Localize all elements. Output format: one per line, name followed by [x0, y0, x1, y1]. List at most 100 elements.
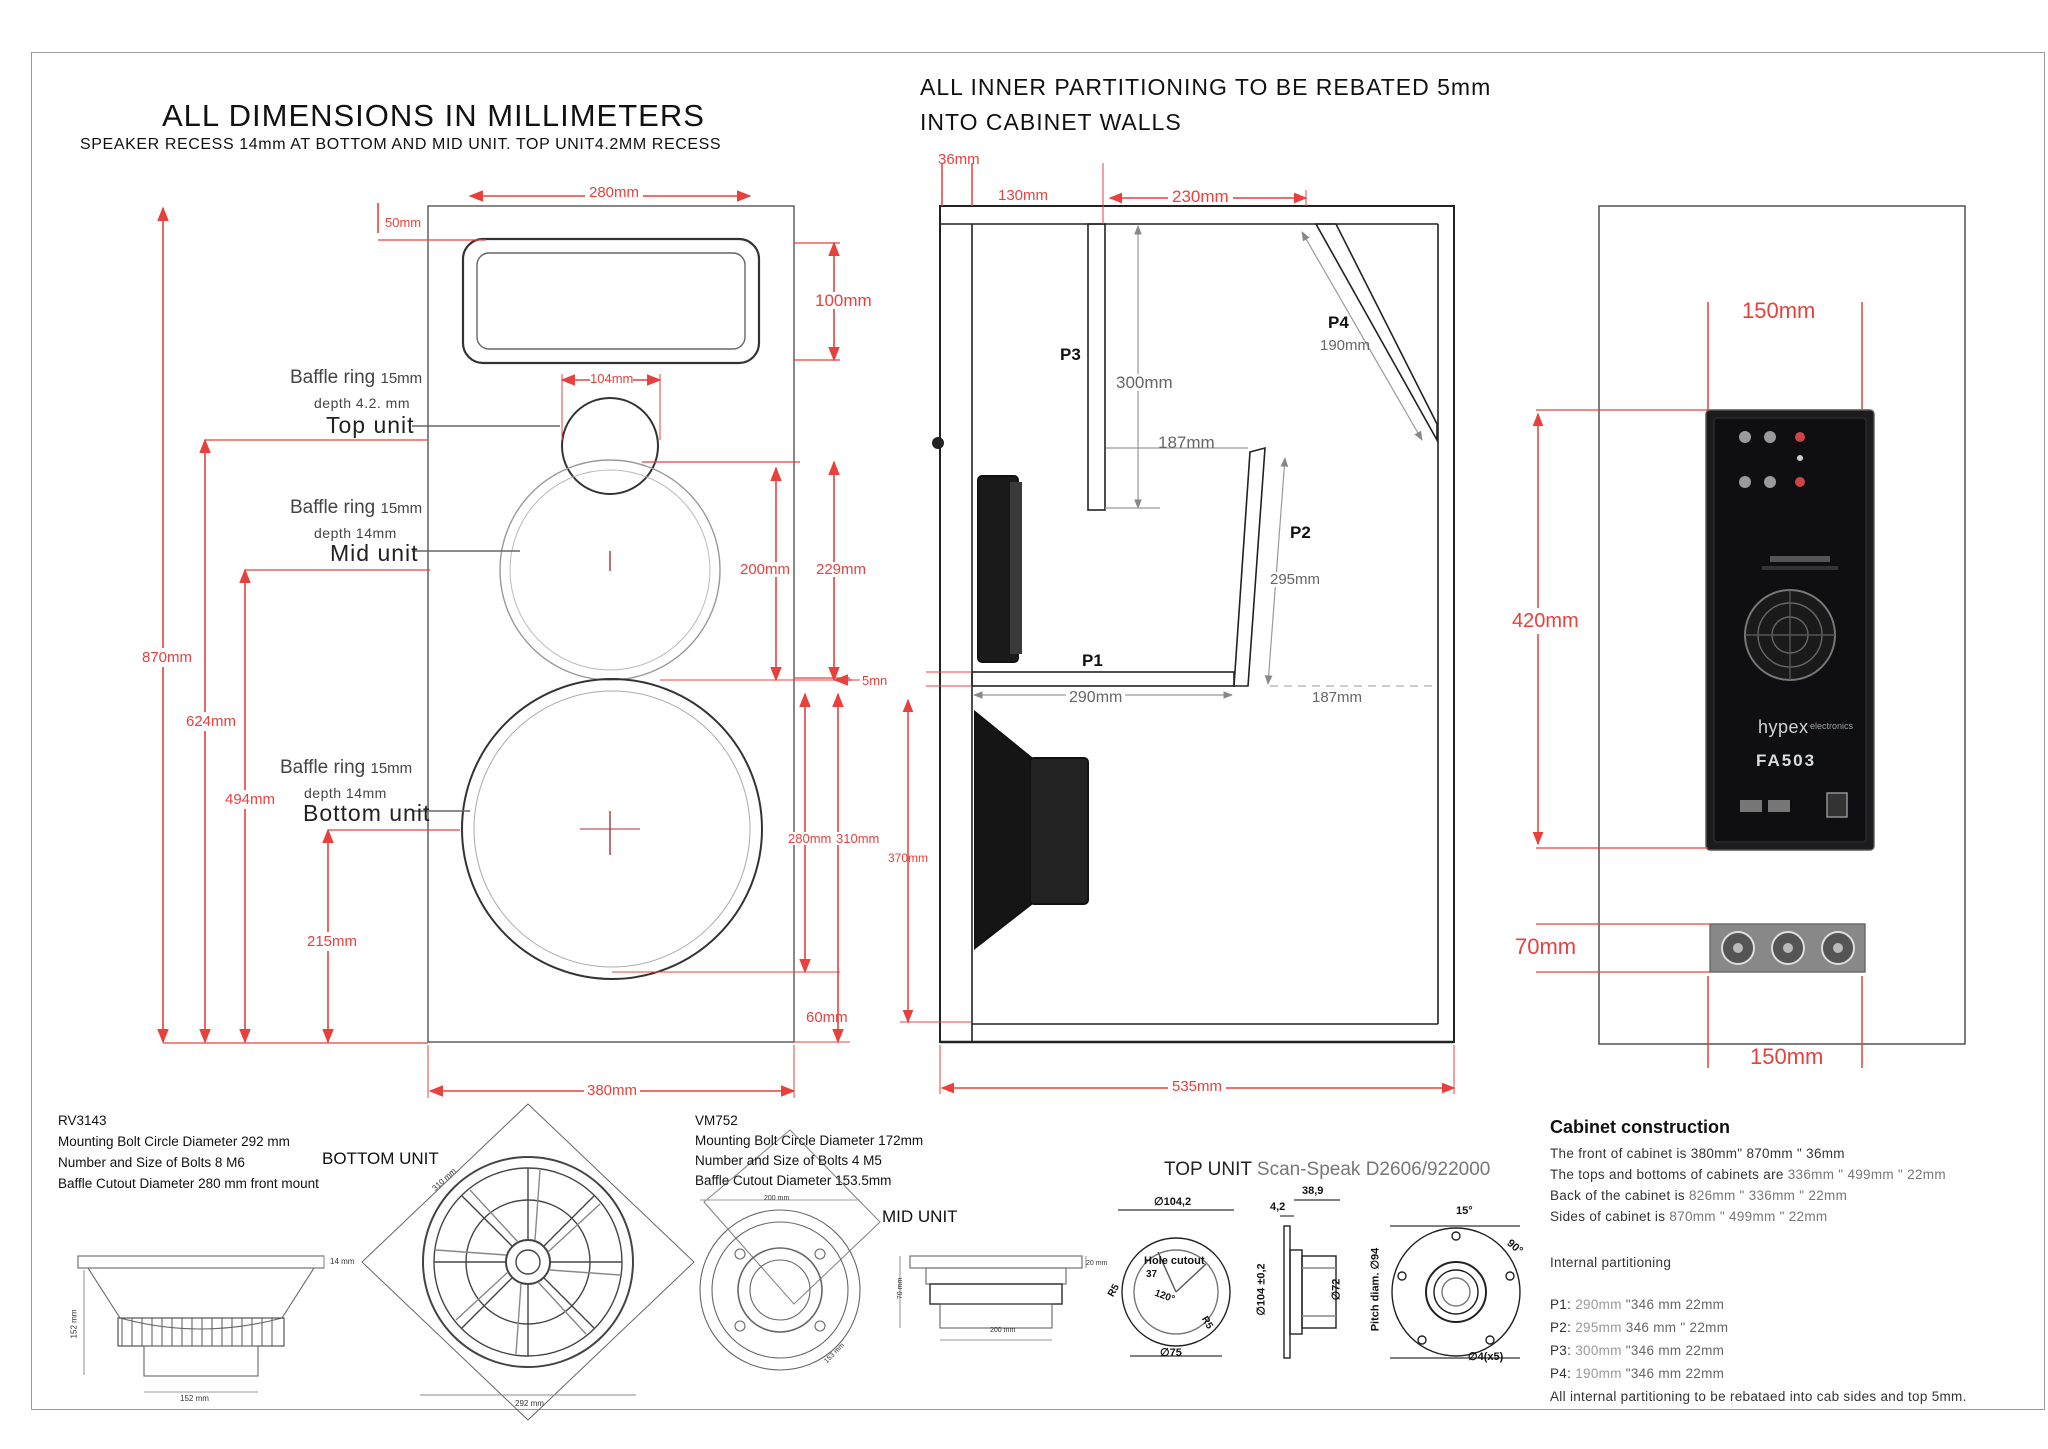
top-unit-cutout [1118, 1209, 1234, 1357]
mid-unit-title: MID UNIT [882, 1207, 958, 1226]
label-bottom-unit: Bottom unit [303, 800, 431, 826]
dim-870: 870mm [142, 648, 193, 667]
woofer-magnet-side [1029, 757, 1089, 905]
label-p1: P1 [1082, 651, 1103, 670]
dim-229: 229mm [816, 561, 867, 578]
dim-50: 50mm [385, 215, 422, 230]
top-unit-heading: TOP UNIT Scan-Speak D2606/922000 [1164, 1159, 1491, 1180]
dim-190: 190mm [1320, 337, 1371, 354]
woofer-cone-side [974, 709, 1035, 951]
label-depth-bottom: depth 14mm [304, 785, 387, 801]
label-mid-unit: Mid unit [330, 540, 419, 566]
front-baffle [427, 205, 795, 1043]
dim-187-upper: 187mm [1158, 433, 1215, 452]
bottom-unit-front [361, 1103, 695, 1421]
dim-494: 494mm [225, 790, 276, 809]
partition-p4 [1314, 223, 1438, 444]
partition-note-2: INTO CABINET WALLS [920, 109, 1182, 135]
rv3143-line2: Number and Size of Bolts 8 M6 [58, 1155, 245, 1170]
label-baffle-ring-mid: Baffle ring 15mm [290, 497, 423, 518]
partition-note: All internal partitioning to be rebataed… [1550, 1389, 1967, 1404]
dim-150-bottom: 150mm [1750, 1044, 1824, 1069]
dim-535: 535mm [1168, 1079, 1227, 1094]
dim-300: 300mm [1116, 373, 1173, 392]
drawing-frame [31, 52, 2045, 1410]
back-view [1598, 205, 1966, 1045]
partition-p4-spec: P4: 190mm "346 mm 22mm [1550, 1366, 1725, 1381]
dim-36: 36mm [938, 151, 980, 168]
dim-70: 70mm [1515, 934, 1577, 959]
dim-20-small: 20 mm [1086, 1260, 1108, 1267]
dim-104-tol: ∅104 ±0,2 [1255, 1263, 1268, 1316]
dim-72: ∅72 [1330, 1278, 1343, 1301]
main-subtitle: SPEAKER RECESS 14mm AT BOTTOM AND MID UN… [80, 136, 722, 153]
front-view [412, 205, 795, 1043]
hole-cutout: Hole cutout [1144, 1255, 1205, 1267]
dim-70-small: 70 mm [897, 1277, 905, 1300]
side-view [932, 205, 1455, 1044]
dim-5mn: 5mn [862, 673, 888, 688]
dim-290: 290mm [1066, 690, 1126, 706]
rv3143-line1: Mounting Bolt Circle Diameter 292 mm [58, 1134, 290, 1149]
side-gray-dimensions [973, 225, 1423, 699]
vm752-model: VM752 [695, 1113, 738, 1128]
cabinet-construction-title: Cabinet construction [1550, 1117, 1731, 1137]
bottom-unit-profile [77, 1255, 325, 1393]
top-unit-profile [1280, 1199, 1340, 1359]
dim-292-small: 292 mm [515, 1399, 544, 1408]
woofer-ring [473, 690, 751, 968]
dim-200-a: 200 mm [764, 1195, 790, 1202]
label-p3: P3 [1060, 345, 1081, 364]
partition-p1-spec: P1: 290mm "346 mm 22mm [1550, 1297, 1725, 1312]
internal-partitioning: Internal partitioning [1550, 1255, 1672, 1270]
dim-37: 37 [1146, 1269, 1158, 1280]
mid-unit-profile [899, 1255, 1087, 1341]
dim-624: 624mm [186, 712, 237, 731]
amp-model: FA503 [1756, 751, 1817, 770]
dim-60: 60mm [806, 1009, 848, 1026]
top-unit-front [1390, 1225, 1521, 1359]
port-inner [476, 252, 746, 350]
dim-200: 200mm [740, 561, 791, 578]
dim-370: 370mm [888, 851, 929, 865]
bottom-unit-title: BOTTOM UNIT [322, 1149, 439, 1168]
dim-200-b: 200 mm [990, 1327, 1016, 1334]
dim-152-horizontal: 152 mm [180, 1394, 209, 1403]
label-baffle-ring-top: Baffle ring 15mm [290, 367, 423, 388]
pitch-diameter: Pitch diam. ∅94 [1369, 1247, 1382, 1332]
dim-4-2: 4,2 [1270, 1201, 1286, 1213]
vm752-line1: Mounting Bolt Circle Diameter 172mm [695, 1133, 924, 1148]
dim-38-9: 38,9 [1302, 1185, 1324, 1197]
dim-152-vertical: 152 mm [69, 1309, 79, 1339]
partition-p2-spec: P2: 295mm 346 mm " 22mm [1550, 1320, 1729, 1335]
dim-75: ∅75 [1160, 1347, 1182, 1359]
label-p4: P4 [1328, 313, 1349, 332]
rv3143-line3: Baffle Cutout Diameter 280 mm front moun… [58, 1176, 319, 1191]
label-p2: P2 [1290, 523, 1311, 542]
dim-100: 100mm [815, 291, 872, 310]
cabinet-sides: Sides of cabinet is 870mm " 499mm " 22mm [1550, 1209, 1828, 1224]
woofer-cutout [461, 678, 763, 980]
amp-brand-sub: electronics [1810, 721, 1854, 731]
dim-150-top: 150mm [1742, 298, 1816, 323]
partition-p3-spec: P3: 300mm "346 mm 22mm [1550, 1343, 1725, 1358]
cabinet-front: The front of cabinet is 380mm" 870mm " 3… [1550, 1146, 1845, 1161]
label-baffle-ring-bottom: Baffle ring 15mm [280, 757, 413, 778]
mid-unit-front [699, 1129, 881, 1371]
partition-p2 [1233, 446, 1266, 687]
back-panel [1598, 205, 1966, 1045]
port-outer [461, 237, 761, 365]
cabinet-tops: The tops and bottoms of cabinets are 336… [1550, 1167, 1946, 1182]
dim-420: 420mm [1512, 608, 1579, 634]
dim-14-small: 14 mm [330, 1257, 355, 1266]
dim-230: 230mm [1168, 188, 1233, 205]
dim-187-lower: 187mm [1312, 689, 1363, 706]
dim-380: 380mm [584, 1083, 641, 1098]
main-title: ALL DIMENSIONS IN MILLIMETERS [162, 98, 705, 133]
rv3143-model: RV3143 [58, 1113, 107, 1128]
partition-p3 [1087, 223, 1106, 511]
dim-280: 280mm [788, 831, 832, 846]
partition-note-1: ALL INNER PARTITIONING TO BE REBATED 5mm [920, 74, 1492, 100]
amp-brand: hypex [1758, 717, 1809, 737]
cabinet-back: Back of the cabinet is 826mm " 336mm " 2… [1550, 1188, 1848, 1203]
